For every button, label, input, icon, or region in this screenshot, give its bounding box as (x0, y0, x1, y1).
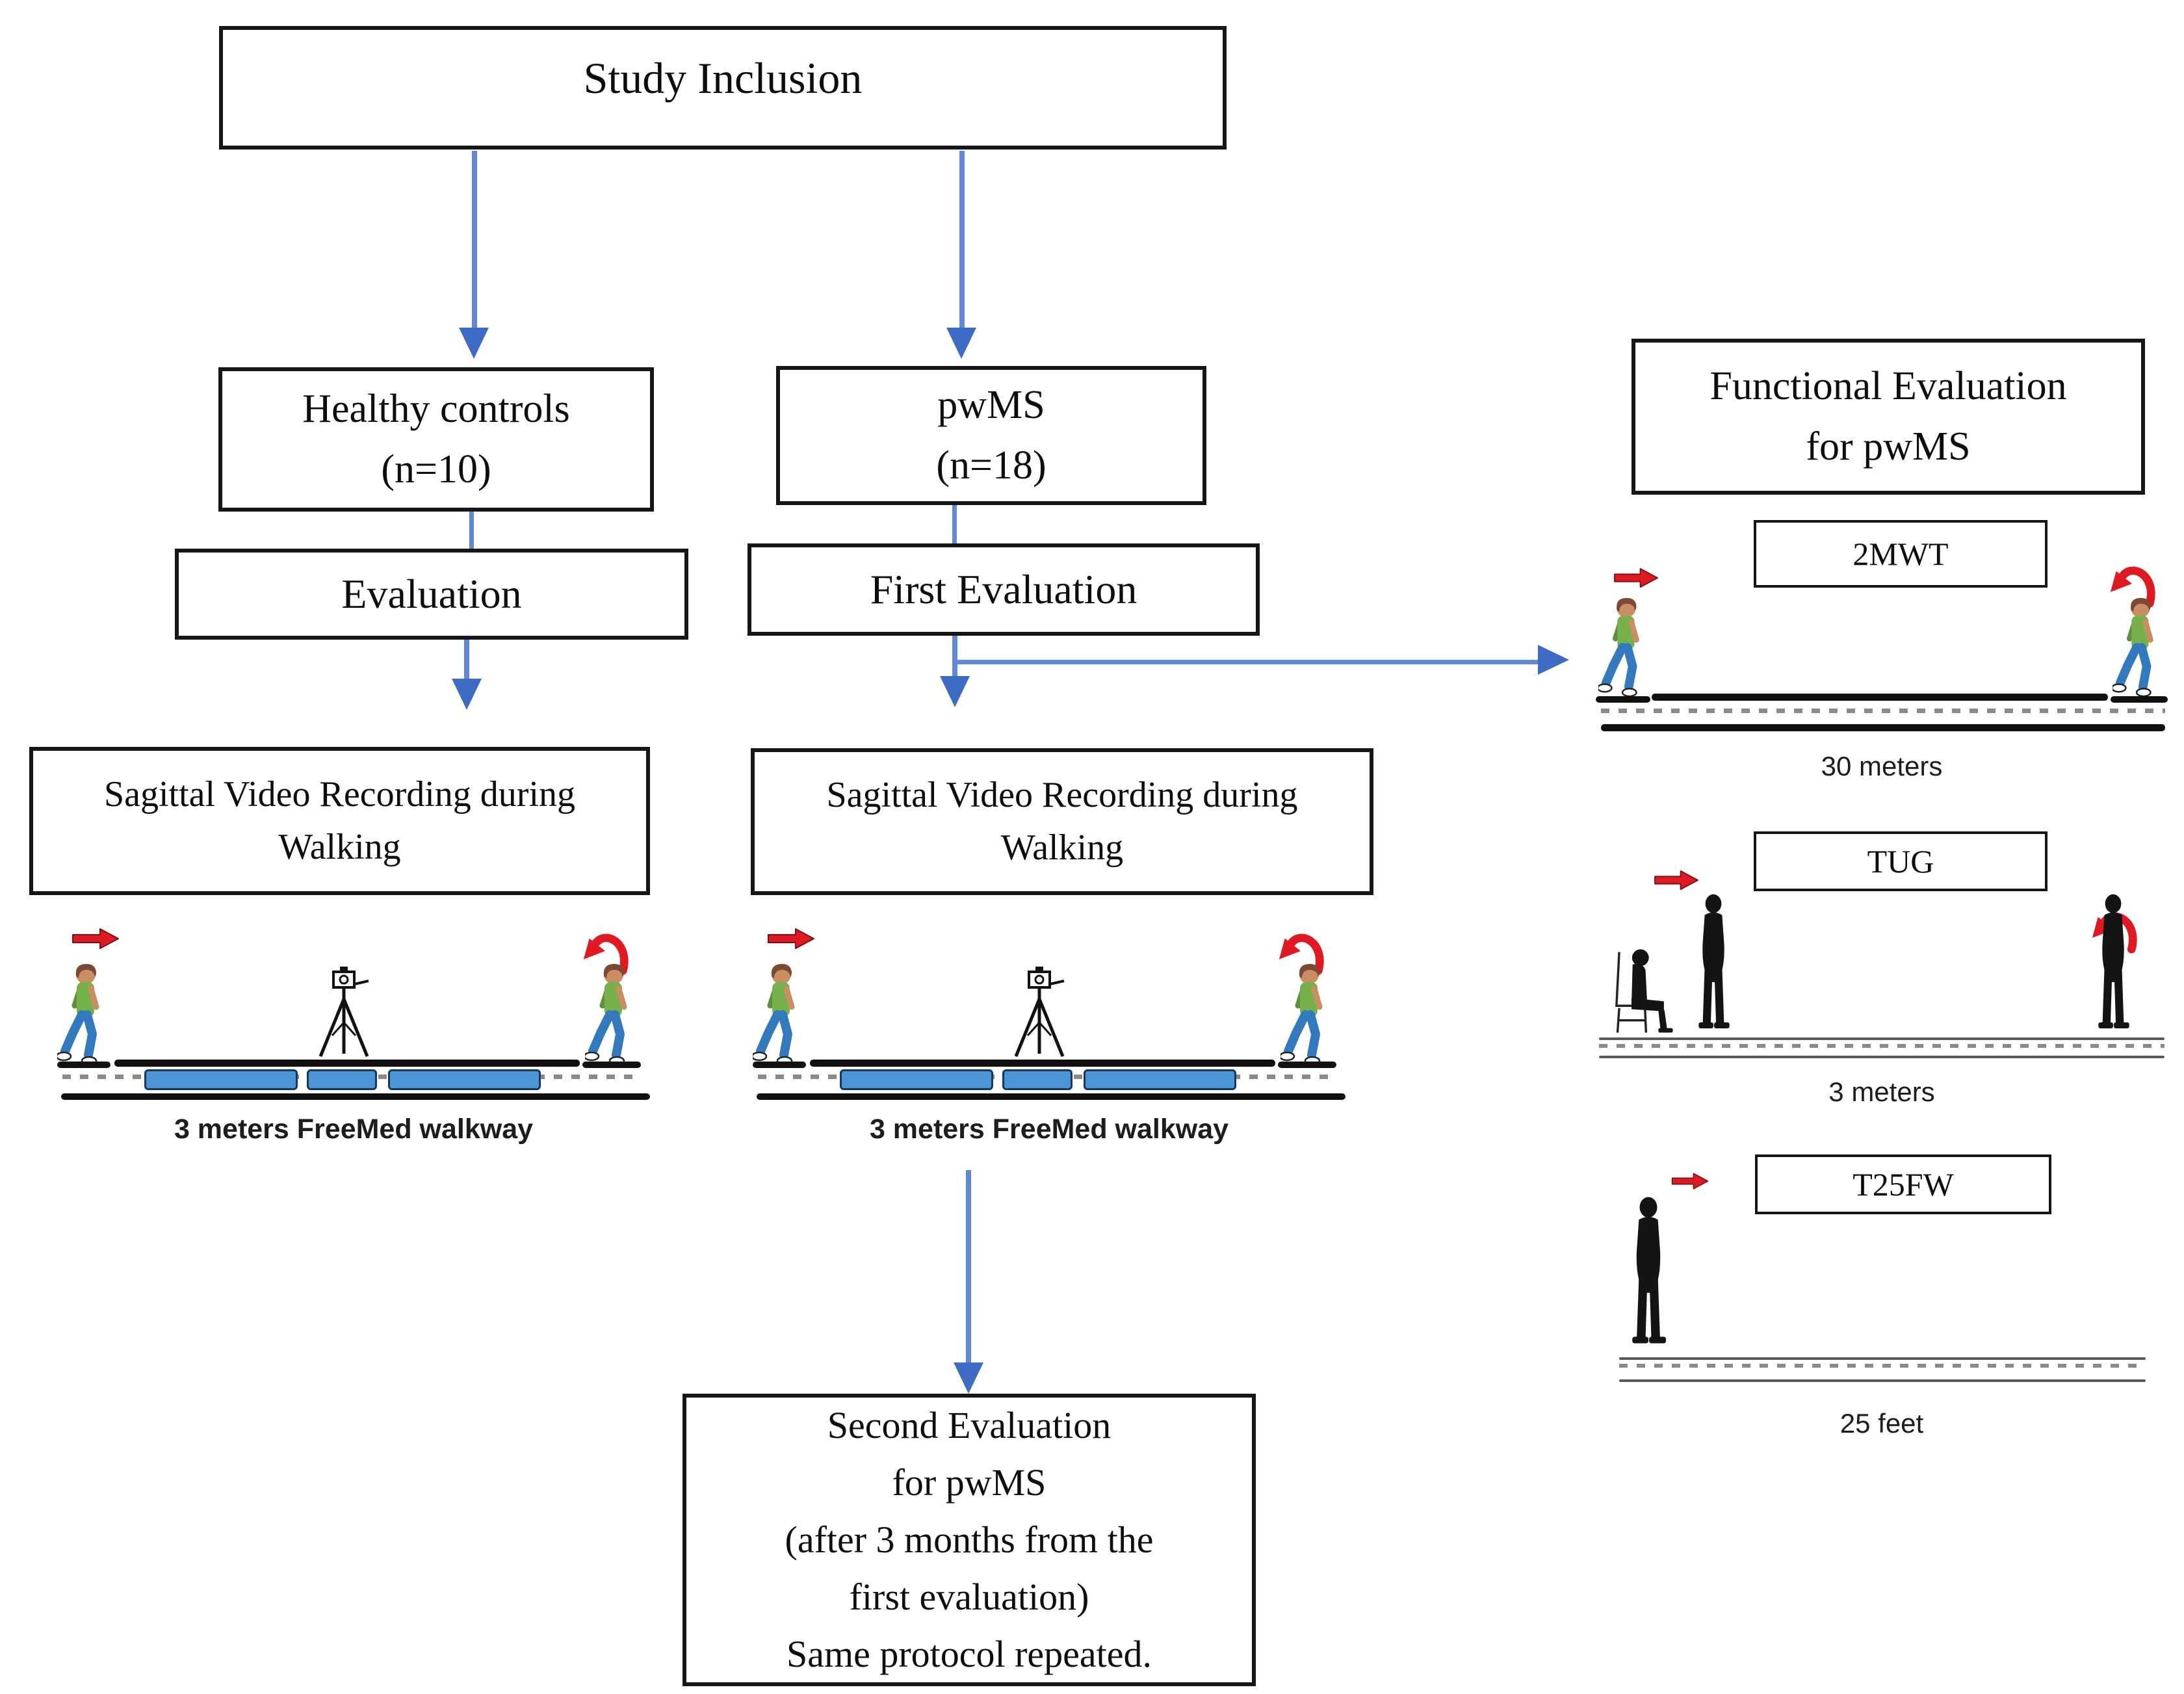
functional-evaluation-box: Functional Evaluation for pwMS (1632, 339, 2145, 495)
pressure-mat (144, 1069, 298, 1090)
camera-tripod-icon (314, 967, 374, 1059)
flow-arrow-study-to-pwms (959, 151, 965, 329)
study-inclusion-box: Study Inclusion (219, 26, 1227, 150)
walkway-platform (57, 1062, 110, 1068)
second-evaluation-line1: Second Evaluation (827, 1403, 1112, 1446)
distance-label-25-feet: 25 feet (1840, 1408, 1924, 1439)
first-evaluation-label: First Evaluation (870, 566, 1138, 612)
track-top-line (1619, 1357, 2146, 1360)
flow-arrow-evaluation-to-sagittal (464, 640, 469, 680)
flow-arrow-study-to-healthy (472, 151, 477, 329)
walkway-bottom-line (757, 1093, 1346, 1100)
standing-person-icon (2092, 892, 2135, 1036)
flow-arrow-first-eval-to-sagittal (952, 636, 957, 677)
sagittal-line1: Sagittal Video Recording during (826, 774, 1298, 815)
right-arrow-icon (72, 928, 120, 950)
flow-arrow-to-second-evaluation (966, 1170, 971, 1365)
connector-healthy-to-evaluation (469, 512, 474, 549)
healthy-controls-line2: (n=10) (381, 447, 491, 491)
second-evaluation-line4: first evaluation) (849, 1576, 1089, 1619)
right-arrow-icon (1612, 567, 1660, 588)
walking-child-icon (1598, 593, 1649, 701)
walkway-illustration-left: 3 meters FreeMed walkway (57, 926, 650, 1151)
walking-child-icon (1280, 959, 1332, 1069)
walkway-top-line (114, 1060, 580, 1067)
test-tug-label: TUG (1867, 842, 1934, 880)
second-evaluation-box: Second Evaluation for pwMS (after 3 mont… (682, 1394, 1256, 1686)
walkway-platform (753, 1062, 806, 1068)
second-evaluation-line2: for pwMS (892, 1461, 1046, 1504)
distance-label-30-meters: 30 meters (1821, 751, 1943, 781)
pressure-mat (388, 1069, 541, 1090)
evaluation-label: Evaluation (341, 571, 522, 617)
first-evaluation-box: First Evaluation (748, 543, 1260, 636)
functional-evaluation-line1: Functional Evaluation (1710, 364, 2067, 408)
pressure-mat (840, 1069, 993, 1090)
pressure-mat (1002, 1069, 1072, 1090)
walkway-top-line (810, 1060, 1275, 1067)
walkway-dashed-line (1601, 709, 2165, 713)
walking-child-icon (753, 959, 805, 1069)
walkway-platform (2111, 696, 2168, 703)
sitting-person-icon (1605, 923, 1686, 1035)
right-arrow-icon (1671, 1171, 1709, 1191)
walkway-platform (582, 1062, 641, 1068)
standing-person-icon (1692, 892, 1735, 1036)
walking-child-icon (57, 959, 109, 1069)
test-2mwt-label: 2MWT (1852, 535, 1949, 572)
walking-child-icon (585, 959, 637, 1069)
track-bottom-line (1619, 1379, 2146, 1382)
walkway-bottom-line (61, 1093, 650, 1100)
distance-label-3-meters: 3 meters (1828, 1076, 1935, 1107)
arrowhead-down-icon (452, 679, 482, 710)
evaluation-box: Evaluation (175, 549, 688, 640)
arrowhead-down-icon (940, 676, 970, 707)
camera-tripod-icon (1009, 967, 1069, 1059)
walkway-label: 3 meters FreeMed walkway (174, 1114, 534, 1145)
sagittal-video-box-middle: Sagittal Video Recording during Walking (751, 748, 1373, 895)
study-inclusion-label: Study Inclusion (583, 53, 863, 103)
pwms-line2: (n=18) (936, 443, 1046, 488)
walkway-platform (1596, 696, 1650, 703)
sagittal-video-box-left: Sagittal Video Recording during Walking (29, 747, 650, 895)
test-box-t25fw: T25FW (1755, 1154, 2051, 1214)
functional-evaluation-line2: for pwMS (1806, 424, 1971, 469)
standing-person-icon (1625, 1193, 1672, 1353)
track-dashed-line (1599, 1044, 2164, 1048)
arrowhead-down-icon (946, 328, 976, 359)
track-dashed-line (1619, 1364, 2146, 1368)
arrowhead-right-icon (1538, 645, 1569, 675)
connector-pwms-to-first-evaluation (952, 505, 957, 543)
second-evaluation-line5: Same protocol repeated. (786, 1633, 1152, 1676)
walking-child-icon (2112, 593, 2163, 701)
pwms-line1: pwMS (937, 383, 1045, 427)
test-box-tug: TUG (1754, 831, 2048, 891)
sagittal-line2: Walking (1000, 827, 1124, 868)
test-illustration-2mwt: 30 meters (1596, 559, 2168, 783)
walkway-label: 3 meters FreeMed walkway (869, 1114, 1229, 1145)
track-top-line (1599, 1037, 2164, 1040)
right-arrow-icon (1653, 870, 1700, 891)
walkway-bottom-line (1601, 724, 2165, 731)
arrowhead-down-icon (954, 1362, 983, 1394)
test-illustration-tug: 3 meters (1596, 845, 2168, 1112)
pwms-box: pwMS (n=18) (776, 366, 1206, 505)
right-arrow-icon (767, 928, 815, 950)
healthy-controls-line1: Healthy controls (302, 387, 570, 431)
sagittal-line1: Sagittal Video Recording during (103, 774, 576, 814)
walkway-illustration-middle: 3 meters FreeMed walkway (753, 926, 1346, 1151)
test-illustration-t25fw: 25 feet (1596, 1154, 2168, 1444)
arrowhead-down-icon (459, 328, 489, 359)
test-t25fw-label: T25FW (1852, 1166, 1954, 1203)
pressure-mat (307, 1069, 377, 1090)
flow-arrow-first-eval-to-functional (955, 660, 1538, 664)
healthy-controls-box: Healthy controls (n=10) (218, 367, 654, 512)
walkway-platform (1278, 1062, 1336, 1068)
sagittal-line2: Walking (278, 827, 401, 867)
test-box-2mwt: 2MWT (1754, 520, 2048, 588)
track-bottom-line (1599, 1056, 2164, 1058)
walkway-top-line (1652, 694, 2108, 701)
pressure-mat (1084, 1069, 1236, 1090)
second-evaluation-line3: (after 3 months from the (785, 1518, 1154, 1561)
